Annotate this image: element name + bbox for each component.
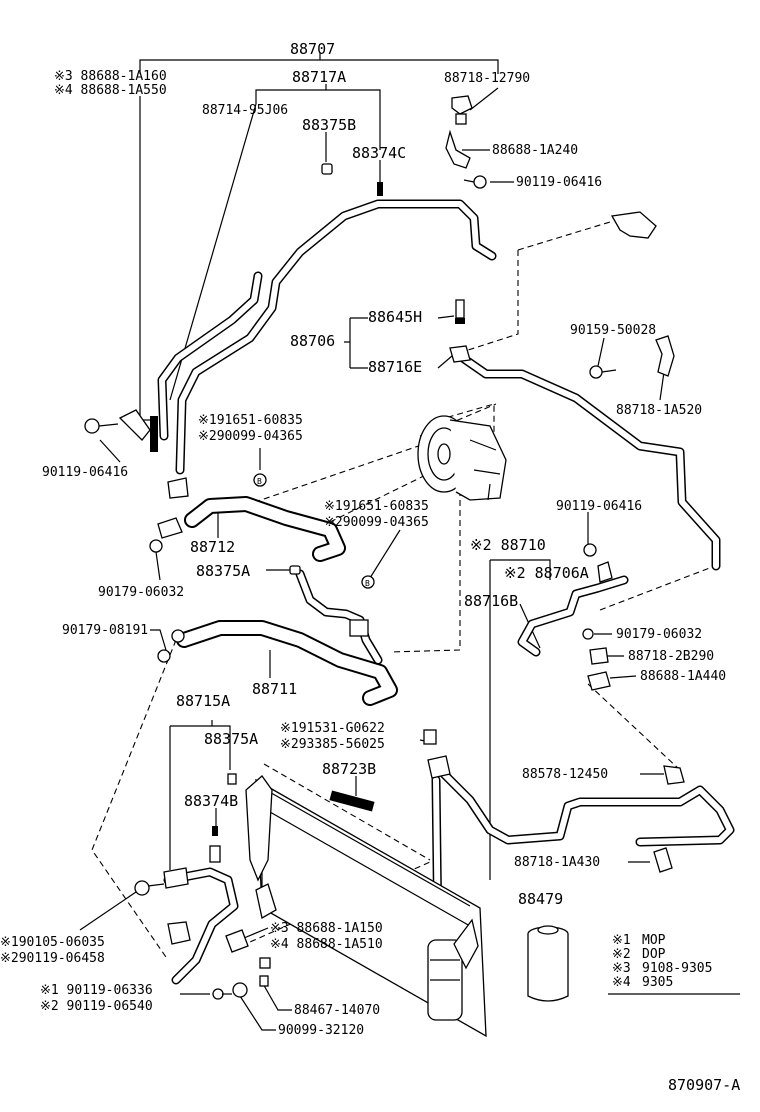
legend-text-2: DOP (642, 947, 666, 962)
label-note2-290099-a: ※290099-04365 (198, 429, 303, 444)
label-note3-88688-1A160: ※3 88688-1A160 (54, 69, 167, 84)
label-90119-06416-left: 90119-06416 (42, 465, 128, 480)
legend-text-3: 9108-9305 (642, 961, 712, 976)
label-88716E: 88716E (368, 358, 422, 376)
label-88718-2B290: 88718-2B290 (628, 649, 714, 664)
label-88375A-low: 88375A (204, 730, 258, 748)
label-note2-88710: ※2 88710 (470, 536, 546, 554)
label-90099-32120: 90099-32120 (278, 1023, 364, 1038)
receiver-dryer (427, 918, 479, 1021)
legend-mark-2: ※2 (612, 947, 631, 962)
label-note1-191531-G0622: ※191531-G0622 (280, 721, 385, 736)
label-note3-88688-1A150: ※3 88688-1A150 (270, 921, 383, 936)
label-88578-12450: 88578-12450 (522, 767, 608, 782)
pipes (157, 199, 735, 985)
label-88645H: 88645H (368, 308, 422, 326)
label-90179-06032-right: 90179-06032 (616, 627, 702, 642)
label-88688-1A240: 88688-1A240 (492, 143, 578, 158)
label-note2-290099-b: ※290099-04365 (324, 515, 429, 530)
label-90119-06416-top: 90119-06416 (516, 175, 602, 190)
label-88374C: 88374C (352, 144, 406, 162)
small-parts: B B (84, 95, 685, 1000)
label-88467-14070: 88467-14070 (294, 1003, 380, 1018)
legend-mark-1: ※1 (612, 933, 631, 948)
label-88717A: 88717A (292, 68, 346, 86)
label-88706: 88706 (290, 332, 335, 350)
legend-text-1: MOP (642, 933, 666, 948)
svg-text:B: B (365, 579, 370, 588)
label-note2-88706A: ※2 88706A (504, 564, 589, 582)
compressor (417, 403, 507, 501)
label-88718-1A520: 88718-1A520 (616, 403, 702, 418)
hoses (176, 496, 398, 706)
label-88375A-mid: 88375A (196, 562, 250, 580)
label-note2-90119-06540: ※2 90119-06540 (40, 999, 153, 1014)
label-note1-191651-b: ※191651-60835 (324, 499, 429, 514)
label-note1-191651-a: ※191651-60835 (198, 413, 303, 428)
label-note4-88688-1A550: ※4 88688-1A550 (54, 83, 167, 98)
label-note1-90119-06336: ※1 90119-06336 (40, 983, 153, 998)
label-88374B: 88374B (184, 792, 238, 810)
figure-code: 870907-A (668, 1076, 740, 1094)
legend-text-4: 9305 (642, 975, 673, 990)
label-88716B: 88716B (464, 592, 518, 610)
part-labels: 88707 88717A ※3 88688-1A160 ※4 88688-1A5… (0, 40, 740, 1094)
label-90119-06416-right: 90119-06416 (556, 499, 642, 514)
label-88712: 88712 (190, 538, 235, 556)
label-88375B: 88375B (302, 116, 356, 134)
label-note1-190105-06035: ※190105-06035 (0, 935, 105, 950)
label-88718-1A430: 88718-1A430 (514, 855, 600, 870)
leader-lines (79, 52, 665, 1031)
legend-mark-3: ※3 (612, 961, 631, 976)
label-88479: 88479 (518, 890, 563, 908)
label-88715A: 88715A (176, 692, 230, 710)
label-88688-1A440: 88688-1A440 (640, 669, 726, 684)
legend-mark-4: ※4 (612, 975, 631, 990)
label-90159-50028: 90159-50028 (570, 323, 656, 338)
label-note4-88688-1A510: ※4 88688-1A510 (270, 937, 383, 952)
label-88718-12790: 88718-12790 (444, 71, 530, 86)
label-88723B: 88723B (322, 760, 376, 778)
label-88711: 88711 (252, 680, 297, 698)
label-note2-293385-56025: ※293385-56025 (280, 737, 385, 752)
refrigerant-can-88479 (527, 925, 569, 1002)
svg-text:B: B (257, 477, 262, 486)
label-88707: 88707 (290, 40, 335, 58)
variant-legend: ※1 MOP ※2 DOP ※3 9108-9305 ※4 9305 (608, 933, 740, 995)
label-note2-290119-06458: ※290119-06458 (0, 951, 105, 966)
label-88714-95J06: 88714-95J06 (202, 103, 288, 118)
label-90179-06032-left: 90179-06032 (98, 585, 184, 600)
label-90179-08191: 90179-08191 (62, 623, 148, 638)
